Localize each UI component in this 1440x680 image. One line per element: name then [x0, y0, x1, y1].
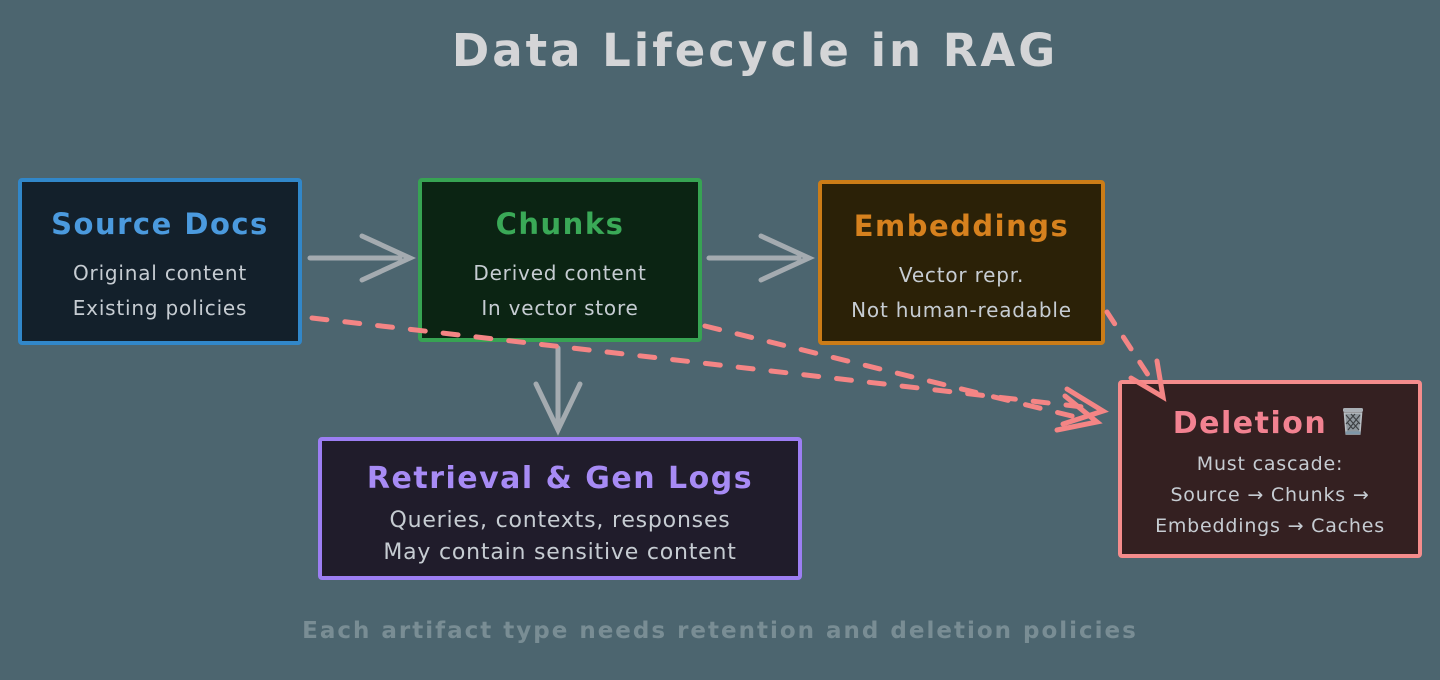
deletion-node: Deletion Must cascade: Source → Chunks →…: [1118, 380, 1422, 558]
chunks-node: Chunks Derived content In vector store: [418, 178, 702, 342]
diagram-title: Data Lifecycle in RAG: [451, 24, 1059, 77]
arrow-chunks-to-logs: [533, 345, 583, 436]
deletion-title: Deletion: [1172, 406, 1328, 441]
retrieval-gen-logs-line: May contain sensitive content: [383, 540, 737, 565]
arrow-source-to-chunks: [307, 233, 417, 283]
retrieval-gen-logs-line: Queries, contexts, responses: [389, 508, 731, 533]
embeddings-line: Vector repr.: [898, 263, 1025, 287]
footer-caption: Each artifact type needs retention and d…: [302, 618, 1138, 644]
embeddings-line: Not human-readable: [851, 298, 1072, 322]
deletion-title-row: Deletion: [1173, 406, 1367, 441]
source-docs-line: Existing policies: [72, 296, 248, 320]
deletion-line: Source → Chunks →: [1170, 484, 1370, 506]
embeddings-node: Embeddings Vector repr. Not human-readab…: [818, 180, 1105, 345]
trash-icon: [1339, 406, 1367, 441]
source-docs-node: Source Docs Original content Existing po…: [18, 178, 302, 345]
embeddings-title: Embeddings: [853, 209, 1070, 243]
source-docs-title: Source Docs: [51, 207, 269, 241]
retrieval-gen-logs-title: Retrieval & Gen Logs: [366, 461, 754, 496]
arrow-chunks-to-embeddings: [706, 233, 816, 283]
retrieval-gen-logs-node: Retrieval & Gen Logs Queries, contexts, …: [318, 437, 802, 580]
chunks-line: In vector store: [481, 296, 639, 320]
chunks-line: Derived content: [473, 261, 647, 285]
chunks-title: Chunks: [495, 207, 625, 241]
deletion-line: Must cascade:: [1196, 453, 1344, 475]
deletion-line: Embeddings → Caches: [1155, 515, 1385, 537]
source-docs-line: Original content: [73, 261, 247, 285]
